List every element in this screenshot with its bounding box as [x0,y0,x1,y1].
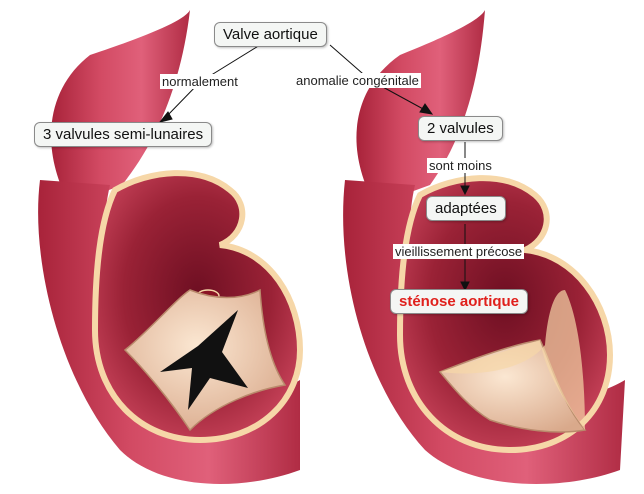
node-2-valvules: 2 valvules [418,116,503,141]
edge-label-anomalie: anomalie congénitale [294,73,421,88]
node-adaptees: adaptées [426,196,506,221]
node-3-valvules: 3 valvules semi-lunaires [34,122,212,147]
edge-label-normalement: normalement [160,74,240,89]
node-valve-aortique: Valve aortique [214,22,327,47]
edge-label-vieillissement: vieillissement précose [393,244,524,259]
node-stenose-aortique: sténose aortique [390,289,528,314]
edge-label-sont-moins: sont moins [427,158,494,173]
